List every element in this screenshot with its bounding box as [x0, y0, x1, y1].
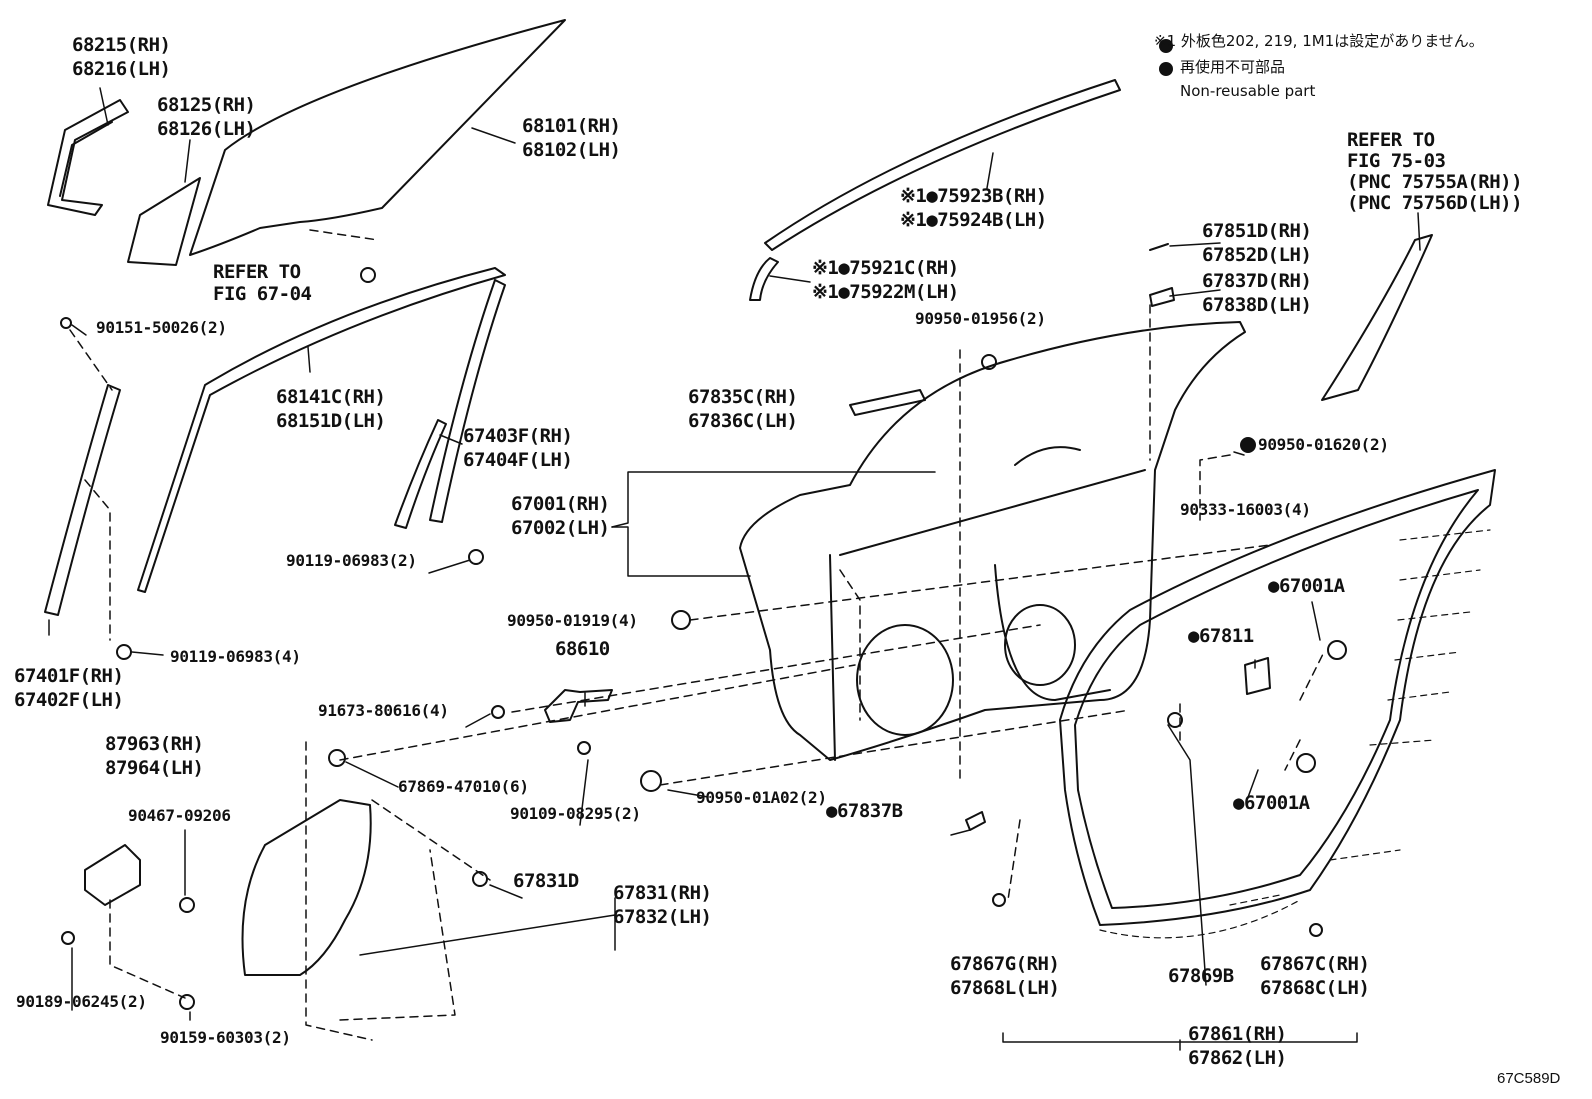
- part-label: 68101(RH): [522, 115, 621, 137]
- refer-label: FIG 67-04: [213, 283, 312, 305]
- part-label: 91673-80616(4): [318, 701, 449, 720]
- part-label: ●67837B: [826, 800, 903, 822]
- glass-run-channels: [44, 267, 506, 616]
- part-label: 67852D(LH): [1202, 244, 1312, 266]
- part-label: 90950-01919(4): [507, 611, 638, 630]
- part-label: 90159-60303(2): [160, 1028, 291, 1047]
- part-label: 67831(RH): [613, 882, 712, 904]
- part-label: 68215(RH): [72, 34, 171, 56]
- refer-label: FIG 75-03: [1347, 150, 1446, 172]
- quarter-window-frame-part: [47, 99, 129, 216]
- assembly-dashed-lines: [69, 229, 1326, 1041]
- part-label: 67402F(LH): [14, 689, 124, 711]
- door-glass-part: [189, 19, 566, 256]
- part-label: 90189-06245(2): [16, 992, 147, 1011]
- note-nonreusable-en: Non-reusable part: [1180, 82, 1316, 100]
- part-label: 67838D(LH): [1202, 294, 1312, 316]
- quarter-glass-part: [127, 177, 201, 266]
- bullet-icon: [1240, 437, 1256, 453]
- refer-label: REFER TO: [213, 261, 301, 283]
- note-nonreusable-ja: 再使用不可部品: [1180, 58, 1286, 76]
- part-label: 67831D: [513, 870, 579, 892]
- part-label: 68151D(LH): [276, 410, 386, 432]
- bullet-icon: [1159, 62, 1173, 76]
- part-label: ●67001A: [1268, 575, 1345, 597]
- door-check-hinge: [544, 689, 613, 723]
- part-label: 67403F(RH): [463, 425, 573, 447]
- window-moulding-strip: [749, 79, 1121, 301]
- part-label: 90950-01A02(2): [696, 788, 827, 807]
- part-label: 67868C(LH): [1260, 977, 1370, 999]
- part-label: ●67001A: [1233, 792, 1310, 814]
- small-fasteners: [60, 243, 1347, 1010]
- part-label: 67868L(LH): [950, 977, 1060, 999]
- part-label: ※1●75924B(LH): [900, 209, 1047, 231]
- part-label: 90119-06983(2): [286, 551, 417, 570]
- part-label: 68102(LH): [522, 139, 621, 161]
- part-label: 90467-09206: [128, 806, 231, 825]
- part-label: 90950-01620(2): [1258, 435, 1389, 454]
- leader-lines: [48, 87, 1421, 1051]
- part-label: 87963(RH): [105, 733, 204, 755]
- part-label: 68125(RH): [157, 94, 256, 116]
- part-label: ※1●75921C(RH): [812, 257, 959, 279]
- part-label: 90151-50026(2): [96, 318, 227, 337]
- part-label: 87964(LH): [105, 757, 204, 779]
- part-label: 67862(LH): [1188, 1047, 1287, 1069]
- part-label: 67404F(LH): [463, 449, 573, 471]
- part-label: 67002(LH): [511, 517, 610, 539]
- rear-sash-garnish: [1321, 234, 1433, 401]
- part-label: 67851D(RH): [1202, 220, 1312, 242]
- door-weatherstrip: [1059, 469, 1496, 926]
- service-hole-cover: [241, 799, 372, 976]
- part-label: 90109-08295(2): [510, 804, 641, 823]
- part-label: 67869B: [1168, 965, 1234, 987]
- bullet-icon: [1159, 39, 1173, 53]
- front-door-panel: [739, 321, 1246, 761]
- weatherstrip-hatching: [1099, 529, 1491, 939]
- part-label: 90333-16003(4): [1180, 500, 1311, 519]
- part-label: ●67811: [1188, 625, 1254, 647]
- refer-label: (PNC 75755A(RH)): [1347, 171, 1523, 193]
- refer-label: REFER TO: [1347, 129, 1435, 151]
- part-label: ※1●75922M(LH): [812, 281, 959, 303]
- part-label: 90119-06983(4): [170, 647, 301, 666]
- figure-id: 67C589D: [1497, 1070, 1561, 1087]
- part-label: 67867G(RH): [950, 953, 1060, 975]
- part-label: 68141C(RH): [276, 386, 386, 408]
- part-label: 68216(LH): [72, 58, 171, 80]
- part-label: 67835C(RH): [688, 386, 798, 408]
- part-label: 90950-01956(2): [915, 309, 1046, 328]
- note-paint-color: ※1 外板色202, 219, 1M1は設定がありません。: [1154, 32, 1484, 50]
- part-label: ※1●75923B(RH): [900, 185, 1047, 207]
- part-label: 68610: [555, 638, 610, 660]
- part-label: 67836C(LH): [688, 410, 798, 432]
- part-label: 67832(LH): [613, 906, 712, 928]
- part-label: 67401F(RH): [14, 665, 124, 687]
- part-label: 67867C(RH): [1260, 953, 1370, 975]
- door-control-module: [84, 844, 141, 906]
- part-label: 67001(RH): [511, 493, 610, 515]
- part-label: 68126(LH): [157, 118, 256, 140]
- refer-label: (PNC 75756D(LH)): [1347, 192, 1523, 214]
- part-label: 67861(RH): [1188, 1023, 1287, 1045]
- part-label: 67837D(RH): [1202, 270, 1312, 292]
- part-label: 67869-47010(6): [398, 777, 529, 796]
